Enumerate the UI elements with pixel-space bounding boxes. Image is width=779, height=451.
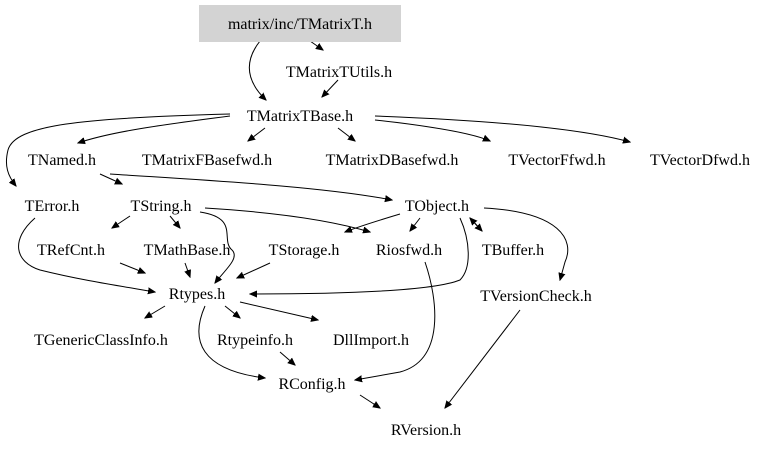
node-rconfig[interactable]: RConfig.h bbox=[278, 376, 345, 393]
edge-tmatrixtutils-tmatrixtbase bbox=[322, 79, 339, 97]
edge-tversioncheck-rversion bbox=[445, 309, 521, 408]
nodes: TMatrixTUtils.h TMatrixTBase.h TNamed.h … bbox=[25, 64, 750, 439]
node-tmatrixtutils[interactable]: TMatrixTUtils.h bbox=[286, 64, 392, 81]
root-node-box bbox=[199, 5, 401, 42]
node-tmatrixdbasefwd[interactable]: TMatrixDBasefwd.h bbox=[326, 152, 459, 169]
edge-rtypes-rtypeinfo bbox=[224, 305, 240, 318]
edge-tmatrixtbase-terror bbox=[5, 113, 231, 186]
edge-tmatrixtbase-tvectorffwd bbox=[374, 119, 490, 141]
edge-rtypes-dllimport bbox=[239, 301, 318, 320]
node-tmatrixfbasefwd[interactable]: TMatrixFBasefwd.h bbox=[142, 152, 272, 169]
edge-tstorage-rtypes bbox=[237, 262, 271, 278]
node-trefcnt[interactable]: TRefCnt.h bbox=[37, 242, 105, 259]
edge-tmatrixtbase-tvectordfwd bbox=[374, 115, 630, 142]
edge-tmatrixtbase-tmatrixfbasefwd bbox=[248, 127, 266, 141]
edge-tmatrixtbase-tmatrixdbasefwd bbox=[337, 127, 355, 141]
node-tversioncheck[interactable]: TVersionCheck.h bbox=[480, 288, 592, 305]
node-tbuffer[interactable]: TBuffer.h bbox=[482, 242, 544, 259]
edge-rtypeinfo-rconfig bbox=[279, 351, 295, 365]
edge-rtypes-tgenericclassinfo bbox=[145, 305, 166, 318]
node-tmatrixtbase[interactable]: TMatrixTBase.h bbox=[247, 108, 353, 125]
edge-tobject-rtypes bbox=[250, 217, 469, 294]
edge-riosfwd-rconfig bbox=[355, 261, 436, 380]
node-tvectordfwd[interactable]: TVectorDfwd.h bbox=[650, 152, 750, 169]
edge-tmathbase-rtypes bbox=[185, 262, 190, 277]
node-root[interactable]: matrix/inc/TMatrixT.h bbox=[199, 5, 401, 42]
node-tvectorffwd[interactable]: TVectorFfwd.h bbox=[508, 152, 605, 169]
edge-tstring-trefcnt bbox=[112, 215, 131, 228]
edge-tstring-tmathbase bbox=[169, 215, 180, 228]
edge-tobject-tversioncheck bbox=[483, 207, 569, 280]
edge-rtypes-rconfig bbox=[198, 305, 265, 378]
node-tobject[interactable]: TObject.h bbox=[405, 198, 469, 215]
edge-tstring-rtypes bbox=[199, 211, 235, 283]
node-tgenericclassinfo[interactable]: TGenericClassInfo.h bbox=[34, 332, 168, 349]
edge-terror-rtypes bbox=[18, 217, 155, 292]
node-dllimport[interactable]: DllImport.h bbox=[333, 332, 409, 349]
edge-tstring-riosfwd bbox=[204, 207, 370, 232]
edge-tobject-tstorage bbox=[345, 213, 401, 232]
edge-tnamed-tobject bbox=[109, 173, 392, 200]
node-terror[interactable]: TError.h bbox=[25, 198, 80, 215]
node-rtypes[interactable]: Rtypes.h bbox=[169, 286, 225, 303]
root-node-label: matrix/inc/TMatrixT.h bbox=[228, 16, 372, 33]
edge-tbuffer-tobject bbox=[470, 218, 483, 232]
node-rtypeinfo[interactable]: Rtypeinfo.h bbox=[217, 332, 293, 349]
node-tmathbase[interactable]: TMathBase.h bbox=[144, 242, 231, 259]
edge-tmatrixtbase-tnamed bbox=[78, 115, 231, 143]
node-tstring[interactable]: TString.h bbox=[131, 198, 192, 215]
edge-tmatrixt-tmatrixtbase bbox=[248, 40, 266, 100]
node-rversion[interactable]: RVersion.h bbox=[391, 422, 461, 439]
node-riosfwd[interactable]: Riosfwd.h bbox=[376, 242, 442, 259]
edge-rconfig-rversion bbox=[359, 394, 380, 408]
edges bbox=[5, 40, 630, 408]
edge-tobject-riosfwd bbox=[410, 217, 421, 231]
edge-trefcnt-rtypes bbox=[119, 262, 145, 273]
edge-tmatrixt-tmatrixtutils bbox=[309, 40, 323, 50]
node-tnamed[interactable]: TNamed.h bbox=[28, 152, 96, 169]
edge-tnamed-tstring bbox=[99, 173, 122, 184]
node-tstorage[interactable]: TStorage.h bbox=[269, 242, 340, 259]
